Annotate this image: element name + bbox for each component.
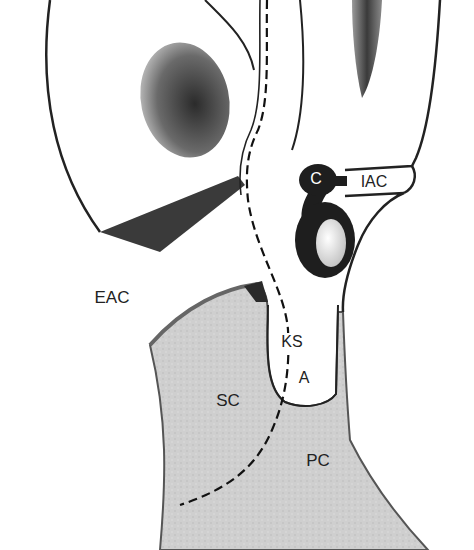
bone-outline — [205, 0, 254, 70]
cavity-outline — [267, 305, 338, 406]
canal-end — [404, 166, 415, 193]
structure-label: A — [297, 369, 312, 387]
carotid-canal — [352, 0, 382, 98]
vestibule-lumen — [316, 219, 346, 267]
cochlea-link — [334, 176, 347, 186]
structure-label: SC — [214, 391, 242, 410]
canal-roof — [100, 176, 245, 252]
vestibule — [295, 202, 355, 278]
structure-label: IAC — [359, 173, 390, 191]
bone-outline — [345, 0, 440, 170]
structure-label: PC — [304, 451, 332, 470]
nerve-course — [180, 0, 288, 505]
bone-region — [150, 284, 428, 550]
cochlea — [299, 164, 337, 196]
structure-label: KS — [279, 333, 304, 351]
bone-outline — [292, 0, 303, 150]
structure-label: C — [308, 170, 324, 188]
nerve-canal — [240, 0, 260, 195]
bone-edge — [150, 284, 258, 345]
mastoid-cavity — [130, 34, 240, 166]
canal-floor-tip — [244, 281, 268, 302]
bone-outline — [46, 0, 100, 232]
structure-label: EAC — [93, 288, 132, 307]
